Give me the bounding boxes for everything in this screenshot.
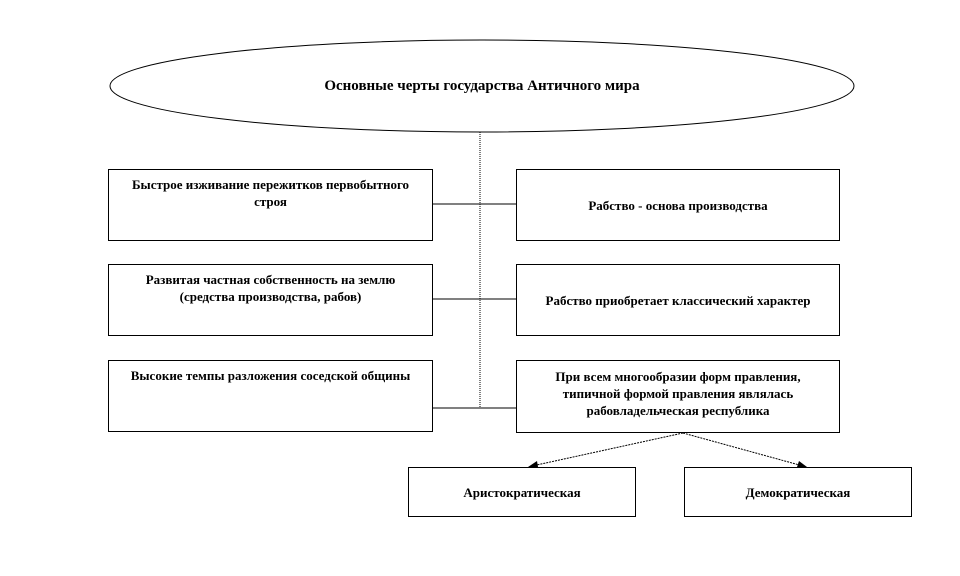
left-item-2: Развитая частная собственность на землю … [108, 264, 433, 336]
arrow-left-line [531, 432, 684, 467]
right-item-3: При всем многообразии форм правления, ти… [516, 360, 840, 433]
left-item-3: Высокие темпы разложения соседской общин… [108, 360, 433, 432]
diagram-title: Основные черты государства Античного мир… [324, 77, 640, 94]
right-item-2: Рабство приобретает классический характе… [516, 264, 840, 336]
form-democratic: Демократическая [684, 467, 912, 517]
arrow-right-head [797, 461, 807, 467]
title-ellipse [109, 39, 855, 133]
right-item-1: Рабство - основа производства [516, 169, 840, 241]
form-aristocratic: Аристократическая [408, 467, 636, 517]
left-item-1: Быстрое изживание пережитков первобытног… [108, 169, 433, 241]
arrow-left-head [528, 461, 538, 467]
arrow-right-line [682, 432, 804, 467]
